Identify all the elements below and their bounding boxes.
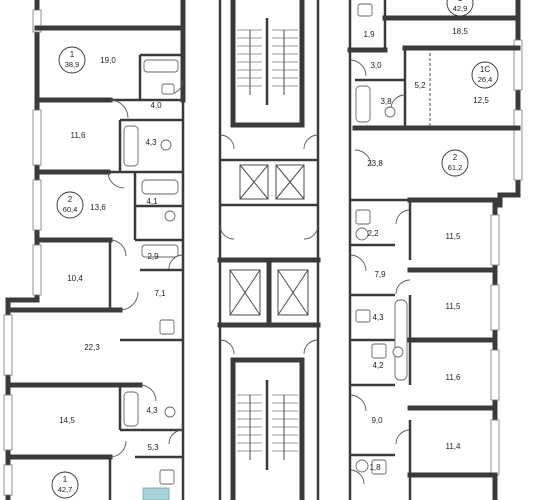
apartment-area: 60,4 (63, 205, 78, 214)
apartment-badge: 1 38,9 (58, 46, 86, 74)
central-core (217, 0, 321, 500)
room-area: 11,5 (446, 302, 462, 311)
room-area: 1,9 (363, 30, 375, 39)
room-area: 2,2 (367, 229, 379, 238)
room-area: 11,5 (446, 232, 462, 241)
apartment-rooms: 2 (453, 153, 458, 162)
room-area: 4,2 (372, 361, 384, 370)
apartment-rooms: 1 (70, 50, 75, 59)
room-area: 7,9 (374, 270, 386, 279)
room-area: 4,3 (146, 406, 158, 415)
apartment-badge: 2 60,4 (56, 191, 84, 219)
room-area: 1,8 (369, 463, 381, 472)
room-area: 4,3 (145, 138, 157, 147)
apartment-area: 38,9 (65, 60, 80, 69)
right-wing (347, 0, 523, 500)
apartment-area: 42,7 (58, 485, 73, 494)
room-area: 12,5 (473, 96, 489, 105)
room-area: 5,2 (414, 81, 426, 90)
room-area: 2,9 (147, 252, 159, 261)
apartment-badge: 2 61,2 (441, 149, 469, 177)
apartment-badge: 1 42,9 (446, 0, 474, 17)
left-wing (3, 0, 186, 500)
room-area: 9,0 (371, 416, 383, 425)
room-area: 23,8 (367, 159, 383, 168)
room-area: 4,3 (372, 313, 384, 322)
apartment-rooms: 1 (458, 0, 463, 3)
apartment-area: 26,4 (478, 75, 493, 84)
apartment-area: 42,9 (453, 4, 468, 13)
room-area: 22,3 (84, 343, 100, 352)
room-area: 11,6 (446, 373, 462, 382)
room-area: 4,1 (146, 197, 158, 206)
room-area: 3,8 (380, 97, 392, 106)
room-area: 10,4 (67, 274, 83, 283)
room-area: 11,4 (446, 442, 462, 451)
room-area: 14,5 (59, 416, 75, 425)
apartment-rooms: 2 (68, 195, 73, 204)
room-area: 3,0 (370, 61, 382, 70)
accent-window (142, 487, 170, 500)
room-labels: 19,0 4,0 11,6 4,3 13,6 4,1 2,9 10,4 7,1 … (59, 27, 489, 472)
room-area: 18,5 (452, 27, 468, 36)
room-area: 11,6 (71, 131, 87, 140)
apartment-area: 61,2 (448, 163, 463, 172)
room-area: 4,0 (150, 101, 162, 110)
apartment-rooms: 1 (63, 475, 68, 484)
apartment-badge: 1C 26,4 (471, 61, 499, 89)
room-area: 13,6 (90, 203, 106, 212)
room-area: 19,0 (100, 56, 116, 65)
room-area: 7,1 (154, 289, 166, 298)
apartment-badge: 1 42,7 (51, 471, 79, 499)
apartment-rooms: 1C (480, 65, 490, 74)
room-area: 5,3 (147, 443, 159, 452)
